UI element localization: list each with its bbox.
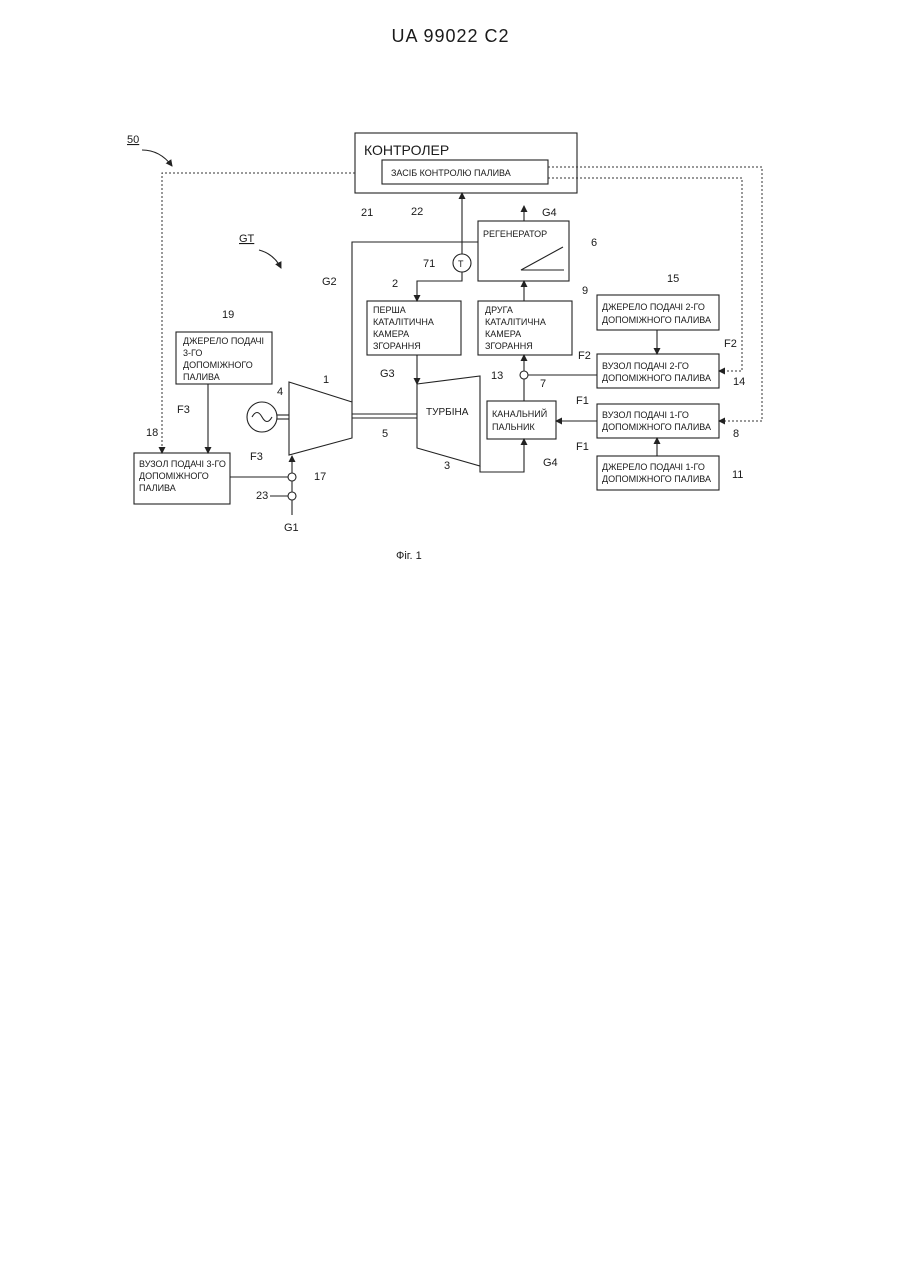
label-gt: GT <box>239 233 255 245</box>
src3-line3: ДОПОМІЖНОГО <box>183 360 253 370</box>
regen-to-combustor1-line <box>417 272 462 301</box>
figure-caption: Фіг. 1 <box>396 550 422 562</box>
src3-line1: ДЖЕРЕЛО ПОДАЧІ <box>183 336 264 346</box>
unit2-line2: ДОПОМІЖНОГО ПАЛИВА <box>602 373 711 383</box>
label-g4-bottom: G4 <box>543 457 558 469</box>
unit1-line1: ВУЗОЛ ПОДАЧІ 1-ГО <box>602 410 689 420</box>
src2-line1: ДЖЕРЕЛО ПОДАЧІ 2-ГО <box>602 302 705 312</box>
duct-burner-line1: КАНАЛЬНИЙ <box>492 408 547 419</box>
sensor-label: T <box>458 259 464 269</box>
label-3: 3 <box>444 460 450 472</box>
controller-label: КОНТРОЛЕР <box>364 142 449 158</box>
combustor2-line2: КАТАЛІТИЧНА <box>485 317 546 327</box>
label-50: 50 <box>127 134 139 146</box>
label-19: 19 <box>222 309 234 321</box>
duct-burner-box <box>487 401 556 439</box>
label-f1-a: F1 <box>576 395 589 407</box>
label-f3-b: F3 <box>250 451 263 463</box>
label-gt-leader <box>259 250 281 268</box>
turbine-label: ТУРБІНА <box>426 407 469 418</box>
label-18: 18 <box>146 427 158 439</box>
label-f1-b: F1 <box>576 441 589 453</box>
combustor1-line1: ПЕРША <box>373 305 406 315</box>
turbine-shape <box>417 376 480 466</box>
combustor1-line3: КАМЕРА <box>373 329 409 339</box>
label-6: 6 <box>591 237 597 249</box>
junction-23 <box>288 492 296 500</box>
control-line-unit2 <box>548 178 742 371</box>
regenerator-label: РЕГЕНЕРАТОР <box>483 229 547 239</box>
label-8: 8 <box>733 428 739 440</box>
unit3-line1: ВУЗОЛ ПОДАЧІ 3-ГО <box>139 459 226 469</box>
combustor2-line3: КАМЕРА <box>485 329 521 339</box>
src1-line1: ДЖЕРЕЛО ПОДАЧІ 1-ГО <box>602 462 705 472</box>
unit3-line2: ДОПОМІЖНОГО <box>139 471 209 481</box>
label-71: 71 <box>423 258 435 270</box>
label-21: 21 <box>361 207 373 219</box>
label-g3: G3 <box>380 368 395 380</box>
combustor1-line2: КАТАЛІТИЧНА <box>373 317 434 327</box>
label-g1: G1 <box>284 522 299 534</box>
unit1-line2: ДОПОМІЖНОГО ПАЛИВА <box>602 422 711 432</box>
label-14: 14 <box>733 376 745 388</box>
junction-13 <box>520 371 528 379</box>
label-5: 5 <box>382 428 388 440</box>
turbine-exhaust-line <box>480 439 524 472</box>
src2-line2: ДОПОМІЖНОГО ПАЛИВА <box>602 315 711 325</box>
combustor1-line4: ЗГОРАННЯ <box>373 341 421 351</box>
label-f3-a: F3 <box>177 404 190 416</box>
label-g2: G2 <box>322 276 337 288</box>
label-7: 7 <box>540 378 546 390</box>
combustor2-line4: ЗГОРАННЯ <box>485 341 533 351</box>
src1-line2: ДОПОМІЖНОГО ПАЛИВА <box>602 474 711 484</box>
label-23: 23 <box>256 490 268 502</box>
label-1: 1 <box>323 374 329 386</box>
label-9: 9 <box>582 285 588 297</box>
unit3-line3: ПАЛИВА <box>139 483 176 493</box>
unit2-line1: ВУЗОЛ ПОДАЧІ 2-ГО <box>602 361 689 371</box>
label-22: 22 <box>411 206 423 218</box>
src3-line2: 3-ГО <box>183 348 202 358</box>
compressor-shape <box>289 382 352 455</box>
src3-line4: ПАЛИВА <box>183 372 220 382</box>
label-2: 2 <box>392 278 398 290</box>
junction-17 <box>288 473 296 481</box>
label-4: 4 <box>277 386 283 398</box>
label-15: 15 <box>667 273 679 285</box>
label-17: 17 <box>314 471 326 483</box>
combustor2-line1: ДРУГА <box>485 305 513 315</box>
label-f2-a: F2 <box>724 338 737 350</box>
fuel-control-label: ЗАСІБ КОНТРОЛЮ ПАЛИВА <box>391 168 511 178</box>
label-11: 11 <box>732 469 743 481</box>
duct-burner-line2: ПАЛЬНИК <box>492 422 535 432</box>
label-50-leader <box>142 150 172 166</box>
label-g4-top: G4 <box>542 207 557 219</box>
label-f2-b: F2 <box>578 350 591 362</box>
label-13: 13 <box>491 370 503 382</box>
